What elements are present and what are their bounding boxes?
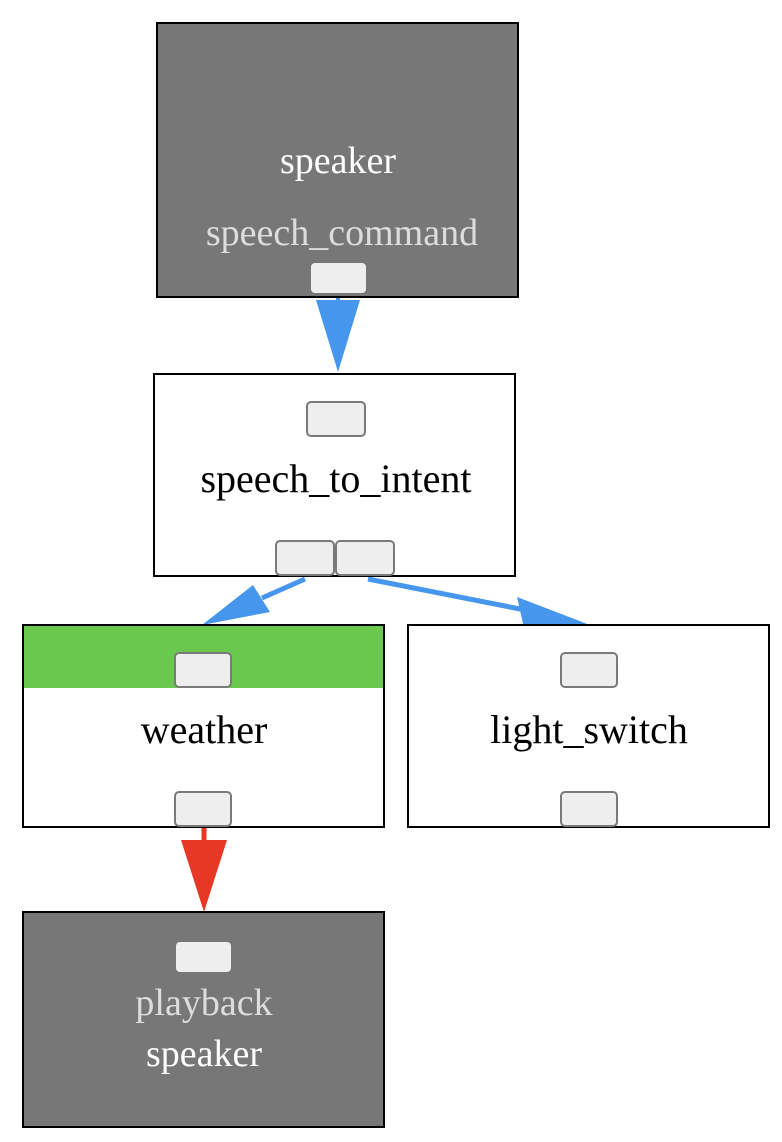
output-port-speech-command[interactable]	[311, 263, 366, 293]
input-port-playback[interactable]	[176, 942, 231, 972]
input-port[interactable]	[306, 401, 366, 437]
node-weather[interactable]: weather	[22, 624, 385, 828]
edge-weather-to-speaker-playback[interactable]	[181, 826, 227, 912]
node-title: weather	[141, 707, 268, 752]
node-title: speaker	[280, 140, 396, 182]
output-port[interactable]	[560, 791, 618, 827]
edge-speech-to-intent-to-weather[interactable]	[202, 576, 307, 625]
edge-speaker-to-speech-to-intent[interactable]	[316, 294, 360, 372]
node-speaker-sink[interactable]: playback speaker	[22, 911, 385, 1128]
edges	[181, 294, 590, 912]
edge-speech-to-intent-to-light-switch[interactable]	[367, 576, 590, 628]
node-speaker-source[interactable]: speaker speech_command	[156, 22, 519, 298]
node-title: speaker	[146, 1033, 262, 1075]
output-port[interactable]	[174, 791, 232, 827]
node-light-switch[interactable]: light_switch	[407, 624, 770, 828]
input-port[interactable]	[174, 652, 232, 688]
input-port-label: playback	[135, 982, 272, 1024]
arrowhead-icon	[202, 585, 270, 625]
node-box	[156, 22, 519, 298]
node-title: light_switch	[490, 707, 688, 752]
output-port-label: speech_command	[206, 212, 478, 254]
output-port-1[interactable]	[275, 540, 335, 576]
arrowhead-icon	[517, 597, 590, 628]
arrowhead-icon	[316, 300, 360, 372]
node-speech-to-intent[interactable]: speech_to_intent	[153, 373, 516, 577]
input-port[interactable]	[560, 652, 618, 688]
arrowhead-icon	[181, 840, 227, 912]
node-title: speech_to_intent	[200, 456, 471, 501]
output-port-2[interactable]	[335, 540, 395, 576]
